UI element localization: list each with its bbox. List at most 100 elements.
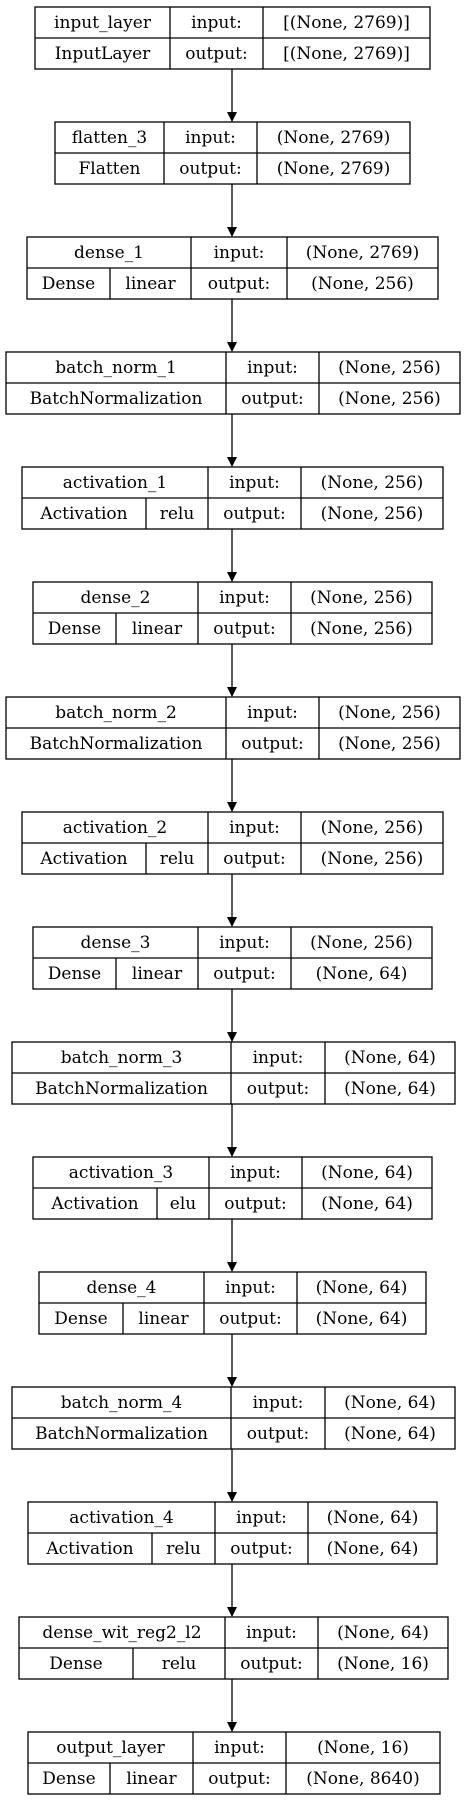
input-label: input:: [230, 1163, 281, 1183]
layer-activation: linear: [125, 274, 176, 294]
input-shape: (None, 16): [317, 1738, 409, 1758]
layer-activation: relu: [160, 504, 195, 524]
layer-type: BatchNormalization: [30, 734, 203, 754]
layer-type: Dense: [49, 1654, 102, 1674]
input-label: input:: [219, 588, 270, 608]
output-shape: (None, 256): [311, 274, 414, 294]
output-shape: (None, 64): [321, 1194, 413, 1214]
input-shape: (None, 256): [338, 703, 441, 723]
input-shape: (None, 256): [338, 358, 441, 378]
input-label: input:: [253, 1048, 304, 1068]
input-label: input:: [253, 1393, 304, 1413]
layer-name: flatten_3: [72, 128, 147, 148]
output-shape: (None, 256): [338, 389, 441, 409]
input-label: input:: [185, 128, 236, 148]
input-shape: (None, 64): [316, 1278, 408, 1298]
output-shape: (None, 64): [316, 1309, 408, 1329]
output-shape: (None, 64): [316, 964, 408, 984]
input-label: input:: [229, 473, 280, 493]
output-shape: (None, 8640): [306, 1769, 419, 1789]
output-shape: (None, 64): [344, 1079, 436, 1099]
input-label: input:: [191, 13, 242, 33]
output-label: output:: [223, 504, 285, 524]
layer-node-dense_wit_reg2_l2: dense_wit_reg2_l2 input: (None, 64) Dense re…: [18, 1616, 449, 1680]
layer-type: BatchNormalization: [35, 1079, 208, 1099]
input-label: input:: [225, 1278, 276, 1298]
layer-type: InputLayer: [55, 44, 151, 64]
output-label: output:: [219, 1309, 281, 1329]
output-label: output:: [230, 1539, 292, 1559]
output-label: output:: [179, 159, 241, 179]
output-label: output:: [213, 964, 275, 984]
layer-name: batch_norm_4: [61, 1393, 183, 1413]
layer-name: dense_4: [87, 1278, 157, 1298]
input-label: input:: [247, 703, 298, 723]
output-label: output:: [241, 389, 303, 409]
input-shape: (None, 64): [327, 1508, 419, 1528]
input-shape: (None, 256): [310, 933, 413, 953]
layer-type: Activation: [50, 1194, 138, 1214]
input-label: input:: [246, 1623, 297, 1643]
input-shape: (None, 2769): [277, 128, 390, 148]
output-shape: (None, 64): [344, 1424, 436, 1444]
output-shape: (None, 256): [321, 849, 424, 869]
input-label: input:: [219, 933, 270, 953]
layer-name: batch_norm_1: [55, 358, 177, 378]
output-shape: (None, 256): [310, 619, 413, 639]
output-label: output:: [208, 1769, 270, 1789]
layer-name: dense_1: [74, 243, 144, 263]
layer-type: Activation: [39, 504, 127, 524]
output-shape: (None, 64): [327, 1539, 419, 1559]
output-label: output:: [185, 44, 247, 64]
output-shape: (None, 256): [338, 734, 441, 754]
output-shape: (None, 2769): [277, 159, 390, 179]
layer-node-flatten_3: flatten_3 input: (None, 2769) Flatten output…: [54, 121, 411, 185]
input-shape: (None, 256): [321, 473, 424, 493]
output-shape: (None, 256): [321, 504, 424, 524]
layer-name: output_layer: [56, 1738, 165, 1758]
input-label: input:: [247, 358, 298, 378]
input-label: input:: [229, 818, 280, 838]
node-layer: input_layer input: [(None, 2769)] InputLaye…: [5, 6, 461, 1795]
layer-node-activation_1: activation_1 input: (None, 256) Activation r…: [21, 466, 444, 530]
layer-type: Dense: [48, 619, 101, 639]
input-shape: (None, 64): [344, 1048, 436, 1068]
layer-name: input_layer: [54, 13, 152, 33]
layer-type: Dense: [42, 1769, 95, 1789]
input-shape: (None, 2769): [306, 243, 419, 263]
layer-name: dense_2: [81, 588, 151, 608]
output-shape: (None, 16): [337, 1654, 429, 1674]
layer-activation: linear: [126, 1769, 177, 1789]
layer-name: batch_norm_3: [61, 1048, 183, 1068]
layer-activation: elu: [170, 1194, 196, 1214]
layer-activation: linear: [132, 964, 183, 984]
layer-node-dense_4: dense_4 input: (None, 64) Dense linear output…: [38, 1271, 427, 1335]
output-label: output:: [223, 849, 285, 869]
layer-name: activation_1: [63, 473, 167, 493]
layer-type: Dense: [42, 274, 95, 294]
layer-activation: linear: [132, 619, 183, 639]
output-label: output:: [247, 1079, 309, 1099]
output-label: output:: [208, 274, 270, 294]
layer-type: Dense: [54, 1309, 107, 1329]
layer-activation: linear: [138, 1309, 189, 1329]
layer-type: Activation: [39, 849, 127, 869]
output-label: output:: [224, 1194, 286, 1214]
layer-name: activation_2: [63, 818, 167, 838]
output-shape: [(None, 2769)]: [283, 44, 410, 64]
input-shape: (None, 64): [337, 1623, 429, 1643]
layer-name: dense_wit_reg2_l2: [42, 1623, 201, 1643]
output-label: output:: [241, 734, 303, 754]
layer-type: Flatten: [78, 159, 140, 179]
layer-activation: relu: [162, 1654, 197, 1674]
input-shape: (None, 256): [310, 588, 413, 608]
layer-type: Activation: [45, 1539, 133, 1559]
